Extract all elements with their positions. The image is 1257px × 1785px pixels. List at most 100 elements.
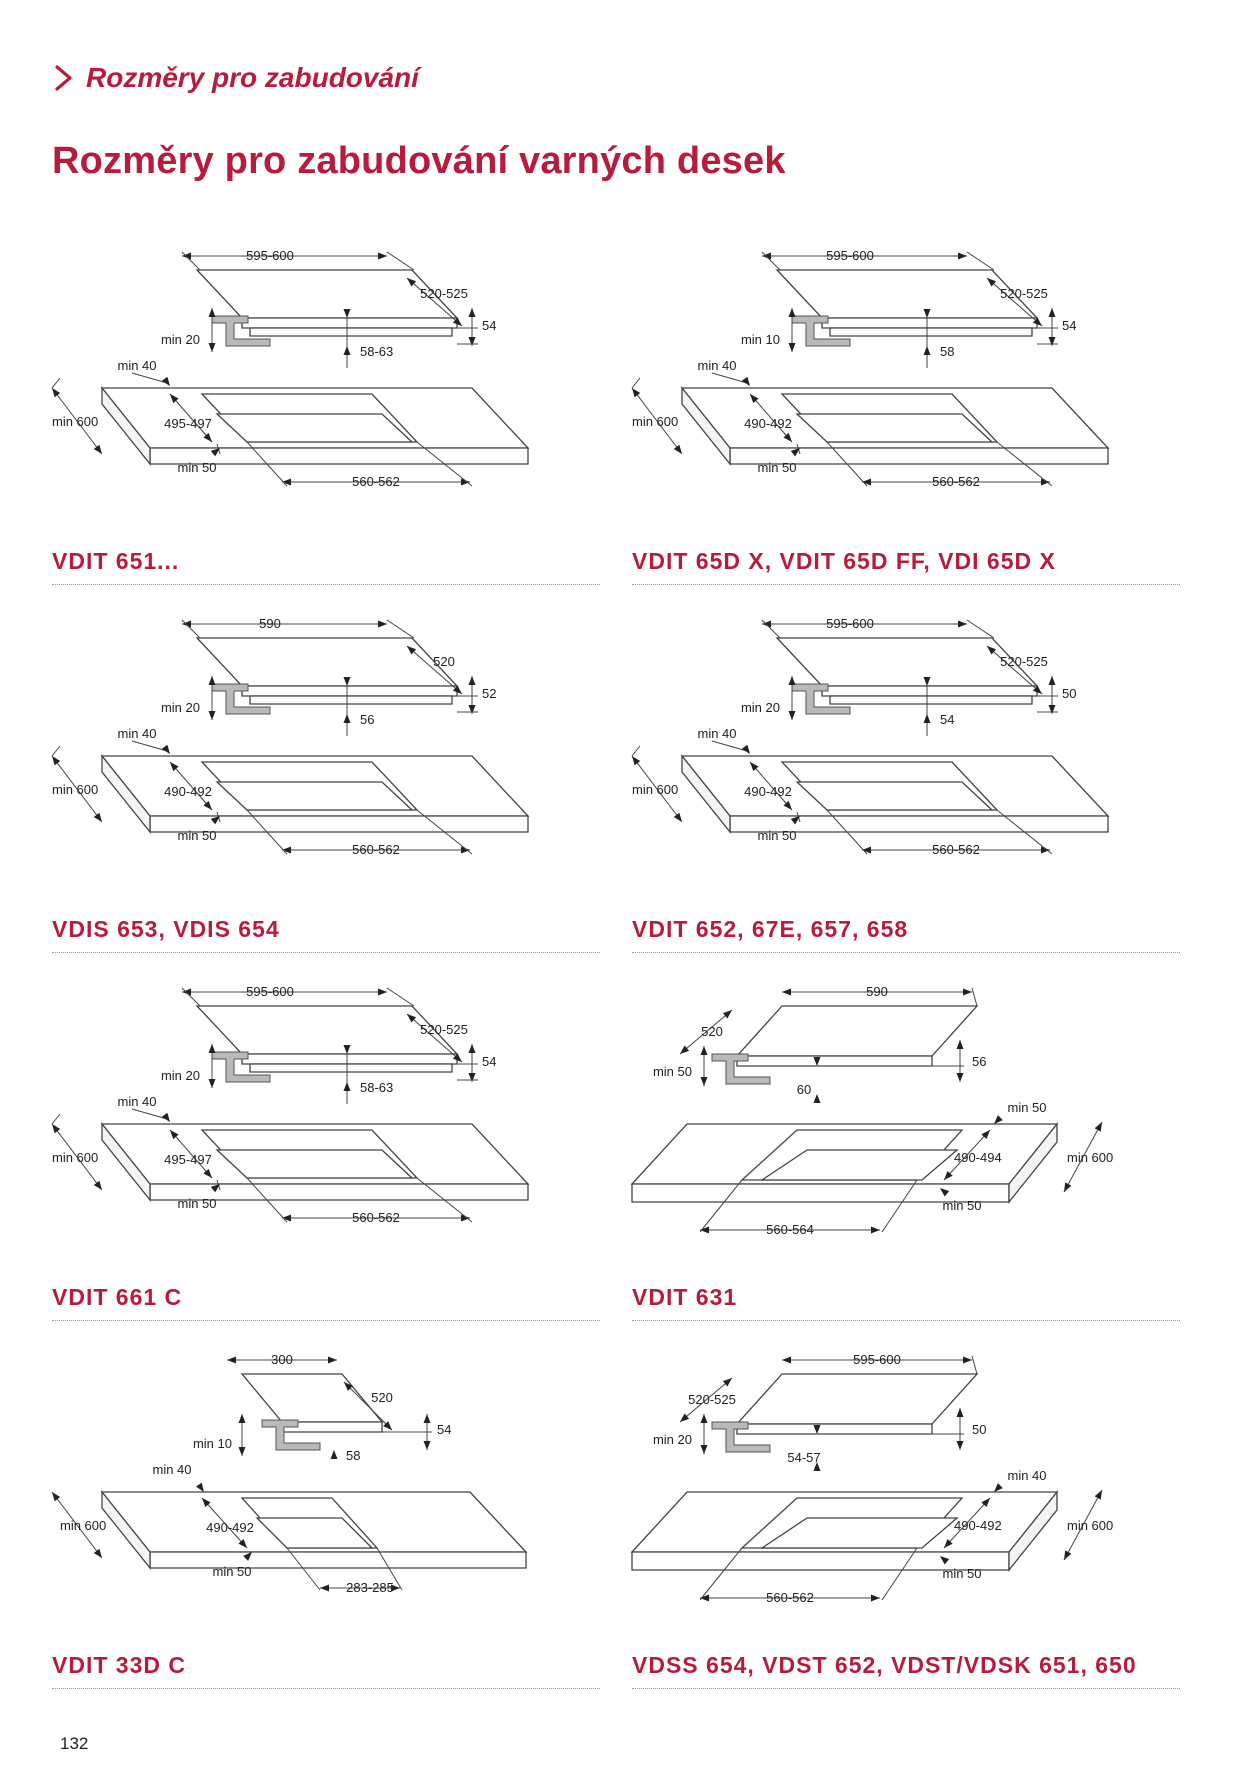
dim-label-depth: 520-525 — [1000, 654, 1048, 669]
dim-label-width: 595-600 — [826, 248, 874, 263]
back-arrow — [195, 1482, 204, 1492]
bracket-profile — [791, 315, 851, 347]
hob-top — [195, 269, 459, 319]
model-name: VDIT 631 — [632, 1284, 738, 1310]
hob-edge — [821, 685, 1038, 697]
dim-counter-depth-line — [631, 387, 683, 455]
dim-label-cut_width: 560-562 — [352, 474, 400, 489]
dim-cut-depth-arrow-b — [783, 800, 792, 810]
countertop-side — [681, 386, 731, 466]
dim-counter-depth-arrow-b — [1064, 1550, 1072, 1560]
dim-gap-arrow-a — [700, 1046, 708, 1055]
dim-cut-width-arrow-a — [862, 478, 871, 486]
dim-label-height: 54 — [1062, 318, 1076, 333]
dim-gap-arrow-b — [208, 1079, 216, 1088]
dim-height-arrow-a — [468, 1044, 476, 1053]
dim-label-height: 56 — [972, 1054, 986, 1069]
dim-counter-depth-line — [51, 387, 103, 455]
ext-cw-right — [376, 1547, 403, 1591]
dim-height-arrow-b — [956, 1073, 964, 1082]
dim-counter-depth-arrow-b — [93, 1548, 102, 1558]
hob-base — [829, 327, 1033, 337]
dim-depth-line — [406, 277, 463, 327]
front-arrow — [210, 448, 220, 457]
dim-counter-depth-arrow-b — [673, 812, 682, 822]
dim-counter-depth-arrow-b — [93, 1180, 102, 1190]
dim-width-arrow-a — [227, 1356, 236, 1364]
ext-cd-top — [631, 377, 641, 389]
ext-cw-right — [416, 809, 473, 855]
bracket-profile — [211, 1051, 271, 1083]
hob-top — [195, 637, 459, 687]
dim-width-arrow-b — [958, 620, 967, 628]
dim-counter-depth-arrow-b — [93, 812, 102, 822]
dim-label-inner: 56 — [360, 712, 374, 727]
dim-depth-line — [679, 1377, 733, 1423]
inner-arrow-bottom — [813, 1094, 821, 1103]
ext-cw-right — [416, 1177, 473, 1223]
cutout-inner — [215, 413, 414, 443]
dim-depth-line — [406, 645, 463, 695]
countertop-front — [149, 1551, 527, 1569]
inner-arrow-top — [923, 677, 931, 686]
ext-w-right — [966, 251, 995, 271]
dim-label-gap: min 20 — [161, 700, 200, 715]
dim-label-inner: 60 — [797, 1082, 811, 1097]
dim-label-gap: min 20 — [653, 1432, 692, 1447]
dim-counter-depth-line — [51, 755, 103, 823]
dim-height-arrow-b — [1048, 337, 1056, 346]
dim-height-arrow-b — [468, 705, 476, 714]
dotted-divider — [632, 1688, 1180, 1689]
front-arrow — [210, 1184, 220, 1193]
dim-width-arrow-b — [378, 620, 387, 628]
ext-w-right — [971, 1355, 978, 1375]
breadcrumb: Rozměry pro zabudování — [52, 62, 419, 94]
dim-counter-depth-arrow-a — [632, 388, 641, 398]
dim-gap-arrow-b — [788, 711, 796, 720]
dim-label-width: 595-600 — [246, 984, 294, 999]
hob-edge — [736, 1055, 933, 1067]
dim-cut-depth-arrow-a — [202, 1498, 211, 1508]
dim-label-inner: 58 — [940, 344, 954, 359]
ext-cw-left — [826, 809, 868, 855]
ext-cd-top — [51, 377, 61, 389]
dim-label-height: 54 — [482, 1054, 496, 1069]
bracket-profile — [791, 683, 851, 715]
front-arrow — [790, 816, 800, 825]
dim-depth-arrow-a — [407, 278, 417, 287]
dim-cut-depth-arrow-a — [750, 394, 759, 404]
dim-cut-width-arrow-a — [700, 1594, 709, 1602]
countertop-side — [101, 754, 151, 834]
dim-depth-arrow-b — [722, 1378, 732, 1387]
dim-label-front: min 50 — [757, 828, 796, 843]
hob-top — [775, 637, 1039, 687]
dim-label-cut_depth: 490-494 — [954, 1150, 1002, 1165]
dim-cut-depth-arrow-a — [170, 762, 179, 772]
dim-label-gap: min 20 — [161, 1068, 200, 1083]
dim-label-cut_depth: 490-492 — [164, 784, 212, 799]
dim-gap-arrow-b — [700, 1077, 708, 1086]
ext-cw-left — [699, 1179, 743, 1233]
dim-label-counter_depth: min 600 — [52, 782, 98, 797]
dim-label-cut_width: 283-285 — [346, 1580, 394, 1595]
dim-height-arrow-b — [468, 1073, 476, 1082]
ext-w-left — [761, 251, 781, 271]
dim-label-inner: 58-63 — [360, 344, 393, 359]
dim-label-gap: min 10 — [193, 1436, 232, 1451]
back-arrow — [741, 744, 750, 754]
dotted-divider — [632, 952, 1180, 953]
hob-top — [240, 1373, 384, 1423]
